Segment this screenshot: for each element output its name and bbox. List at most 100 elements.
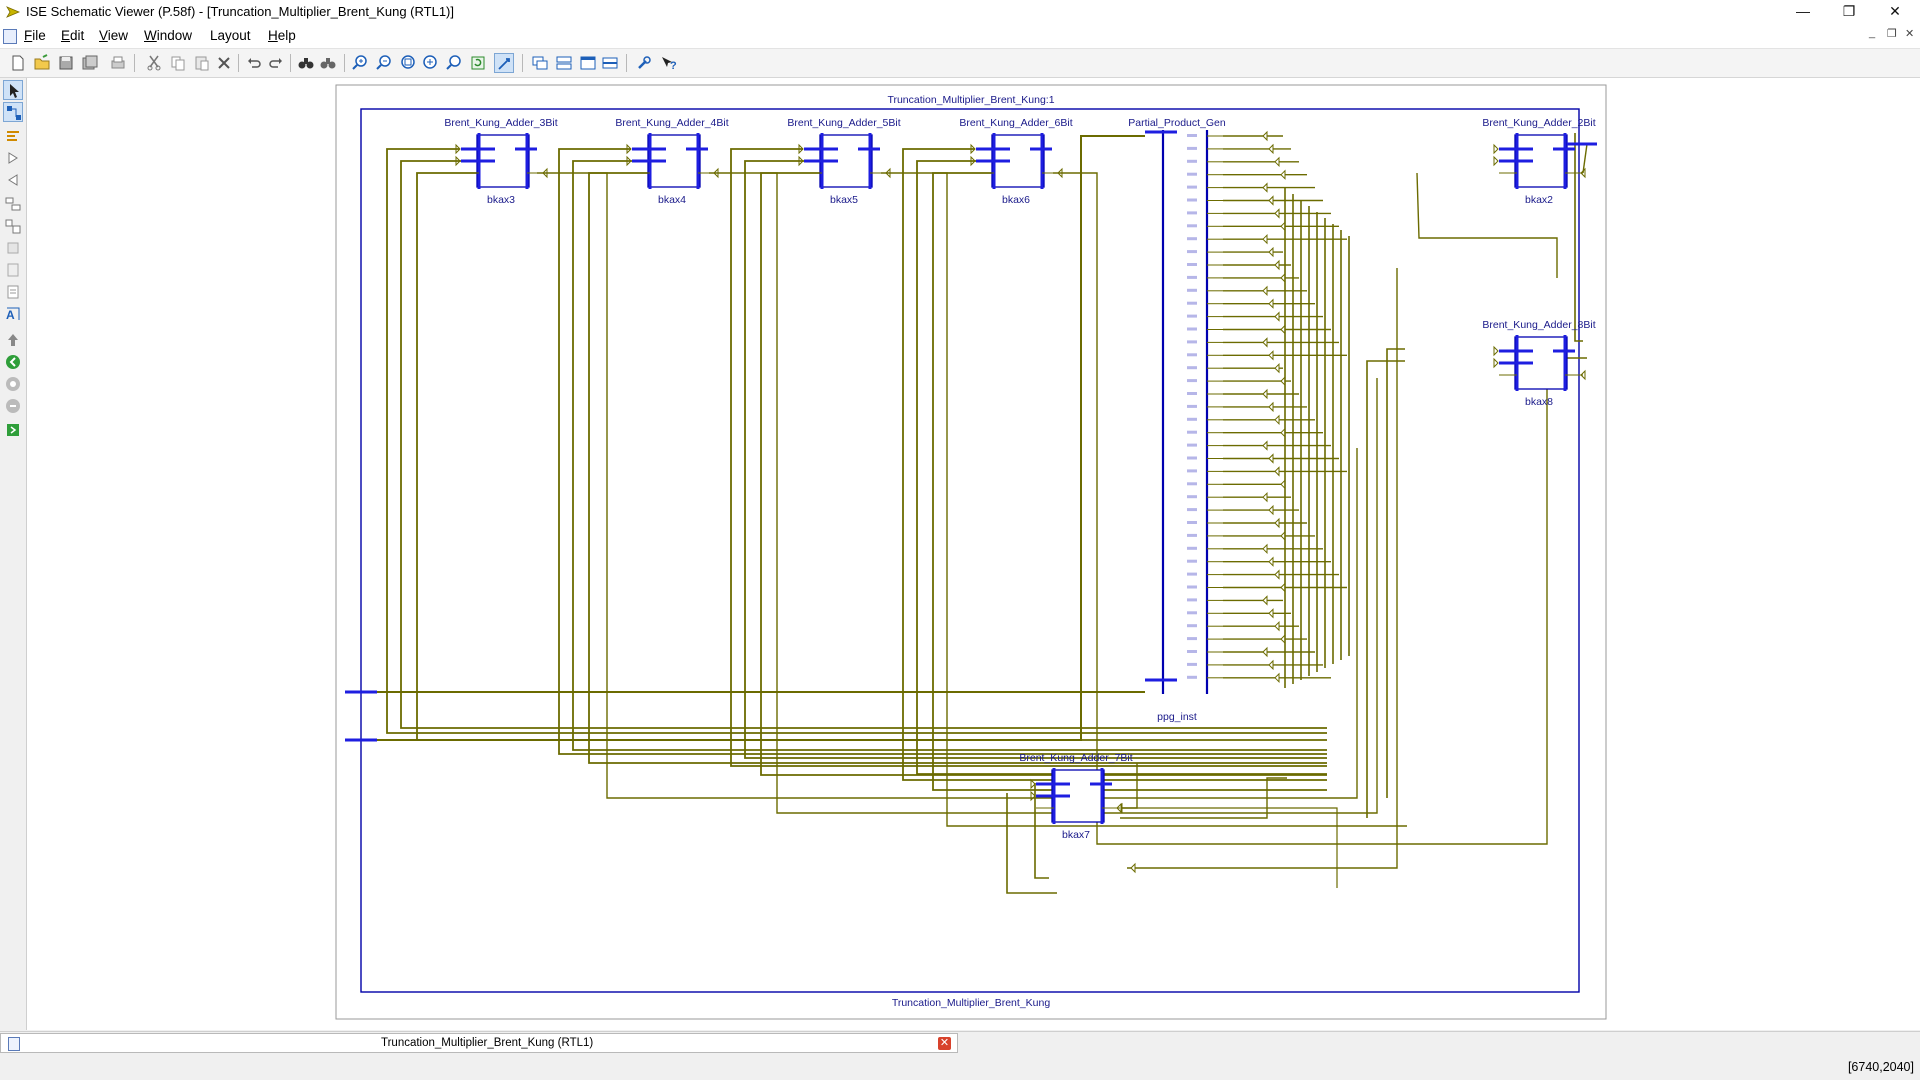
net-arrow: [1268, 401, 1274, 413]
ppg-pin-label-mark: [1187, 263, 1197, 266]
zoom-selected-icon[interactable]: [444, 53, 464, 73]
toolbar-separator: [626, 54, 627, 72]
net-wire: [1366, 360, 1405, 818]
save-all-icon[interactable]: [80, 53, 100, 73]
find-icon[interactable]: [296, 53, 316, 73]
document-icon[interactable]: [3, 29, 17, 44]
zoom-full-icon[interactable]: [398, 53, 418, 73]
cut-icon[interactable]: [144, 53, 164, 73]
undo-icon[interactable]: [244, 53, 264, 73]
document-tab[interactable]: Truncation_Multiplier_Brent_Kung (RTL1) …: [0, 1033, 958, 1053]
help-icon[interactable]: ?: [658, 53, 678, 73]
ppg-pin-label-mark: [1187, 662, 1197, 666]
ppg-pin-label-mark: [1187, 430, 1197, 434]
add-instance-icon[interactable]: [3, 216, 23, 236]
redo-icon[interactable]: [266, 53, 286, 73]
new-icon[interactable]: [8, 53, 28, 73]
zoom-in-icon[interactable]: [350, 53, 370, 73]
close-tab-icon[interactable]: ✕: [938, 1037, 951, 1050]
open-icon[interactable]: [32, 53, 52, 73]
ppg-pin-label-mark: [1187, 559, 1197, 563]
net-wire: [537, 172, 1358, 799]
expand-icon[interactable]: [3, 126, 23, 146]
net-wire: [760, 172, 1327, 776]
ppg-pin-label-mark: [1187, 379, 1197, 383]
pin-icon[interactable]: A: [3, 304, 23, 324]
net-wire: [709, 172, 1378, 814]
net-wire: [916, 160, 1327, 775]
menu-edit[interactable]: Edit: [61, 28, 85, 43]
schematic-drawing[interactable]: Truncation_Multiplier_Brent_Kung:1 Trunc…: [27, 78, 1920, 1030]
ppg-pin-label-mark: [1187, 624, 1197, 628]
show-text-icon[interactable]: [3, 282, 23, 302]
close-window-button[interactable]: ✕: [1889, 3, 1901, 19]
schematic-canvas[interactable]: Truncation_Multiplier_Brent_Kung:1 Trunc…: [27, 78, 1920, 1030]
settings-icon[interactable]: [634, 53, 654, 73]
ppg-pin-label-mark: [1187, 675, 1197, 679]
select-arrow-icon[interactable]: [3, 80, 23, 100]
cascade-icon[interactable]: [530, 53, 550, 73]
net-arrow: [1130, 862, 1136, 874]
menu-layout[interactable]: Layout: [210, 28, 251, 43]
forward-icon[interactable]: [3, 148, 23, 168]
net-wire: [386, 148, 1327, 734]
toolbar-separator: [344, 54, 345, 72]
toolbar-separator: [238, 54, 239, 72]
refresh-icon[interactable]: [468, 53, 488, 73]
menu-window[interactable]: Window: [144, 28, 193, 43]
net-wire: [1582, 143, 1588, 174]
select-mode-icon[interactable]: [494, 53, 514, 73]
net-arrow: [1262, 130, 1268, 142]
ppg-pin-label-mark: [1187, 611, 1197, 615]
ppg-pin-label-mark: [1187, 443, 1197, 447]
backward-icon[interactable]: [3, 170, 23, 190]
ppg-pin-label-mark: [1187, 508, 1197, 512]
zoom-box-icon[interactable]: [420, 53, 440, 73]
net-wire: [1120, 807, 1338, 888]
minimize-button[interactable]: —: [1796, 3, 1810, 19]
adder-blocks[interactable]: Brent_Kung_Adder_3Bitbkax3Brent_Kung_Add…: [345, 117, 1597, 841]
net-arrow: [1274, 208, 1280, 219]
ppg-pin-label-mark: [1187, 392, 1197, 395]
go-forward-icon[interactable]: [3, 352, 23, 372]
paste-icon[interactable]: [192, 53, 212, 73]
net-arrow: [1274, 569, 1280, 580]
properties-icon[interactable]: [3, 260, 23, 280]
mdi-minimize-button[interactable]: _: [1869, 27, 1876, 39]
arrange-icon[interactable]: [600, 53, 620, 73]
route-icon[interactable]: [3, 102, 23, 122]
menu-view[interactable]: View: [99, 28, 129, 43]
copy-icon[interactable]: [168, 53, 188, 73]
save-icon[interactable]: [56, 53, 76, 73]
tile-vertical-icon[interactable]: [578, 53, 598, 73]
go-back-icon[interactable]: [3, 330, 23, 350]
net-arrow: [1268, 659, 1274, 671]
maximize-button[interactable]: ❐: [1842, 3, 1856, 19]
remove-icon[interactable]: [3, 238, 23, 258]
status-bar: [6740,2040]: [0, 1054, 1920, 1080]
cells-icon[interactable]: [3, 396, 23, 416]
menu-help[interactable]: Help: [268, 28, 296, 43]
mdi-close-button[interactable]: ✕: [1905, 28, 1915, 40]
menu-file[interactable]: File: [24, 28, 46, 43]
delete-icon[interactable]: [214, 53, 234, 73]
tcl-console-icon[interactable]: [3, 420, 23, 440]
zoom-out-icon[interactable]: [374, 53, 394, 73]
ppg-pin-label-mark: [1187, 521, 1197, 524]
hierarchy-icon[interactable]: [3, 194, 23, 214]
toolbar-separator: [522, 54, 523, 72]
ppg-pin-label-mark: [1187, 366, 1197, 370]
find-next-icon[interactable]: [318, 53, 338, 73]
mdi-restore-button[interactable]: ❐: [1887, 28, 1897, 40]
tile-horizontal-icon[interactable]: [554, 53, 574, 73]
print-icon[interactable]: [108, 53, 128, 73]
go-home-icon[interactable]: [3, 374, 23, 394]
